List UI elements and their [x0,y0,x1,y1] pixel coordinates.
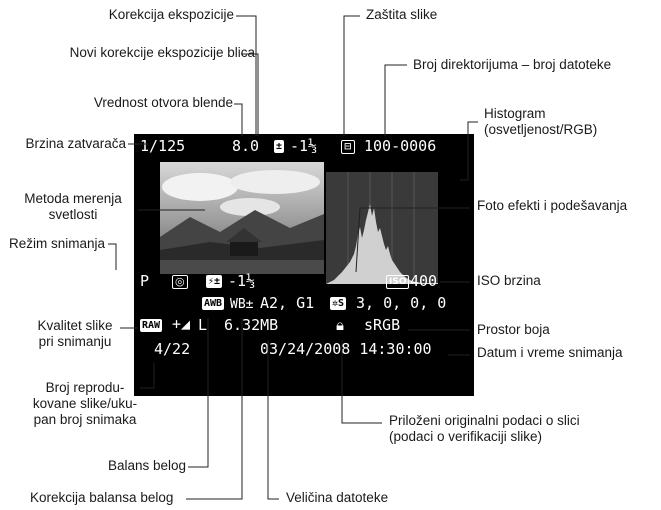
playback-info-diagram: Brzina zatvarača Vrednost otvora blende … [0,0,661,510]
leader-lines [0,0,661,510]
